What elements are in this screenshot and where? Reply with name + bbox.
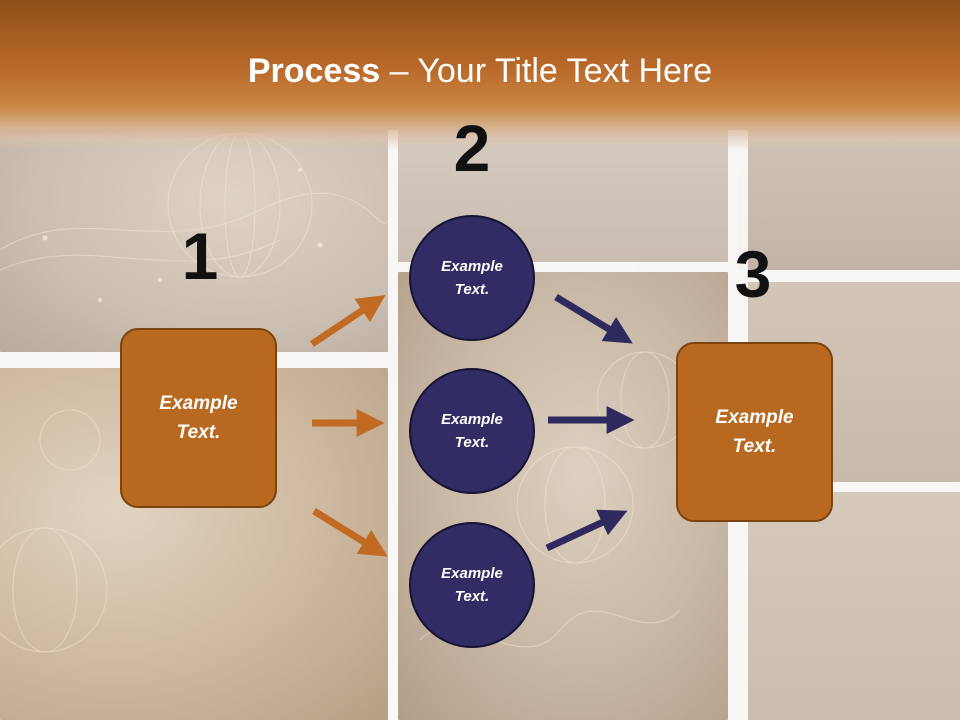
circle-1-line2: Text. [454,281,490,298]
circle-3-line1: Example [441,565,503,582]
orange-arrow-down [312,508,388,557]
circle-1-line1: Example [441,258,503,275]
step-3-line2: Text. [732,436,777,457]
step-number-2: 2 [453,111,491,185]
title-bold: Process [247,52,381,90]
step-3-line1: Example [715,407,794,428]
title-bar [0,0,960,150]
step-1-line1: Example [159,393,238,414]
slide-title[interactable]: Process – Your Title Text Here [0,52,960,91]
background-panel [748,492,960,720]
step-number-3: 3 [734,237,772,311]
orange-arrow-up [310,295,386,347]
title-rest: – Your Title Text Here [380,52,713,90]
circle-3-line2: Text. [454,588,490,605]
step-2-circle-1[interactable]: Example Text. [409,215,535,341]
step-number-1: 1 [181,219,219,293]
step-3-box[interactable]: Example Text. [676,342,833,522]
step-1-box[interactable]: Example Text. [120,328,277,508]
background-panel [738,130,960,270]
step-1-line2: Text. [176,422,221,443]
circle-2-line2: Text. [454,434,490,451]
step-2-circle-2[interactable]: Example Text. [409,368,535,494]
navy-arrow-up [545,509,628,552]
navy-arrow-down [554,294,633,344]
circle-2-line1: Example [441,411,503,428]
step-2-circle-3[interactable]: Example Text. [409,522,535,648]
background-panel [0,130,388,352]
